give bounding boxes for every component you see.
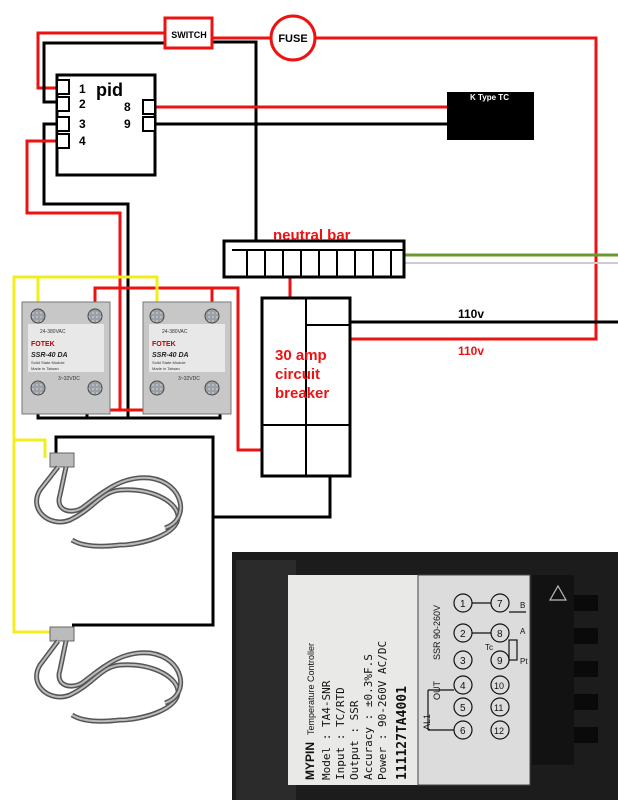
heater-wire-black-2 [213, 475, 332, 519]
controller-input: Input : TC/RTD [334, 687, 347, 780]
ssr1-input-rating: 3~32VDC [58, 376, 80, 382]
hot-wire-fuse-out [288, 36, 598, 341]
ct-term-8: 8 [497, 629, 503, 640]
circuit-breaker: 30 amp circuit breaker [260, 296, 352, 478]
ct-term-4: 4 [460, 681, 466, 692]
ssr-relay-2: 24-380VAC FOTEK SSR-40 DA Solid State Mo… [142, 301, 232, 415]
breaker-label-line3: breaker [275, 385, 329, 402]
ct-term-9: 9 [497, 656, 503, 667]
neutral-wire-to-bar [212, 40, 258, 262]
terminal-schematic [427, 593, 526, 740]
controller-brand: MYPIN [303, 742, 317, 780]
warning-triangle-icon [548, 584, 568, 601]
ssr1-model: SSR-40 DA [31, 352, 68, 359]
thermocouple: K Type TC [447, 92, 534, 140]
yellow-wire-2 [12, 275, 52, 634]
ct-tc-label: Tc [485, 643, 493, 652]
ct-term-3: 3 [460, 656, 466, 667]
thermocouple-label: K Type TC [470, 93, 509, 102]
pid-pin-9: 9 [124, 117, 131, 131]
ssr2-model: SSR-40 DA [152, 352, 189, 359]
ct-term-7: 7 [497, 599, 503, 610]
supply-neutral-label: 110v [458, 344, 484, 358]
pid-pin-3: 3 [79, 117, 86, 131]
controller-photo: MYPIN Temperature Controller Model : TA4… [232, 552, 618, 800]
ct-term-5: 5 [460, 703, 466, 714]
switch-label: SWITCH [171, 30, 207, 40]
ssr1-subtitle: Solid State Module [31, 360, 65, 365]
ct-term-6: 6 [460, 726, 466, 737]
breaker-label-line2: circuit [275, 366, 320, 383]
yellow-wire-1 [36, 275, 159, 312]
ct-term-2: 2 [460, 629, 466, 640]
controller-output: Output : SSR [348, 700, 361, 780]
ssr2-load-rating: 24-380VAC [162, 329, 188, 335]
neutral-bar-label: neutral bar [273, 227, 351, 244]
ct-supply-label: SSR 90-260V [432, 605, 442, 660]
ssr1-load-rating: 24-380VAC [40, 329, 66, 335]
ct-pt-label: Pt [520, 657, 528, 666]
pid-title: pid [96, 80, 123, 100]
ssr-relay-1: 24-380VAC FOTEK SSR-40 DA Solid State Mo… [21, 301, 111, 415]
ct-al-label: AL1 [422, 714, 432, 730]
heating-element-2 [34, 626, 184, 724]
ct-out-label: OUT [432, 681, 442, 701]
ssr1-origin: Made in Taiwan [31, 366, 59, 371]
controller-serial: 111127TA4001 [395, 686, 410, 780]
controller-subtitle: Temperature Controller [306, 643, 316, 735]
heating-element-1 [34, 452, 184, 549]
switch: SWITCH [163, 16, 214, 50]
breaker-label-line1: 30 amp [275, 347, 327, 364]
fuse: FUSE [269, 14, 317, 62]
pid-pin-1: 1 [79, 82, 86, 96]
pid-controller: pid 1 2 3 4 8 9 [55, 73, 157, 177]
ct-term-10: 10 [494, 681, 504, 691]
ssr2-input-rating: 3~32VDC [178, 376, 200, 382]
terminal-pins [574, 595, 598, 743]
hot-wire-supply [36, 31, 165, 90]
ct-b-label: B [520, 601, 525, 610]
ssr2-subtitle: Solid State Module [152, 360, 186, 365]
ssr1-brand: FOTEK [31, 341, 55, 348]
fuse-label: FUSE [278, 33, 307, 45]
neutral-bar: neutral bar [222, 227, 406, 279]
controller-model: Model : TA4-SNR [320, 680, 333, 780]
ssr-load-red [93, 286, 264, 452]
pid-pin-8: 8 [124, 100, 131, 114]
ct-term-12: 12 [494, 726, 504, 736]
ct-term-1: 1 [460, 599, 466, 610]
neutral-wire-switch [42, 41, 165, 104]
pid-pin-4: 4 [79, 134, 86, 148]
ssr2-origin: Made in Taiwan [152, 366, 180, 371]
controller-accuracy: Accuracy : ±0.3%F.S [362, 654, 375, 780]
ct-term-11: 11 [494, 703, 503, 713]
pid-pin-2: 2 [79, 97, 86, 111]
heater-wire-black-1 [54, 435, 215, 627]
ssr2-brand: FOTEK [152, 341, 176, 348]
yellow-wire-3 [14, 438, 47, 458]
ct-a-label: A [520, 627, 526, 636]
controller-power: Power : 90-260V AC/DC [376, 641, 389, 780]
supply-hot-label: 110v [458, 307, 484, 321]
